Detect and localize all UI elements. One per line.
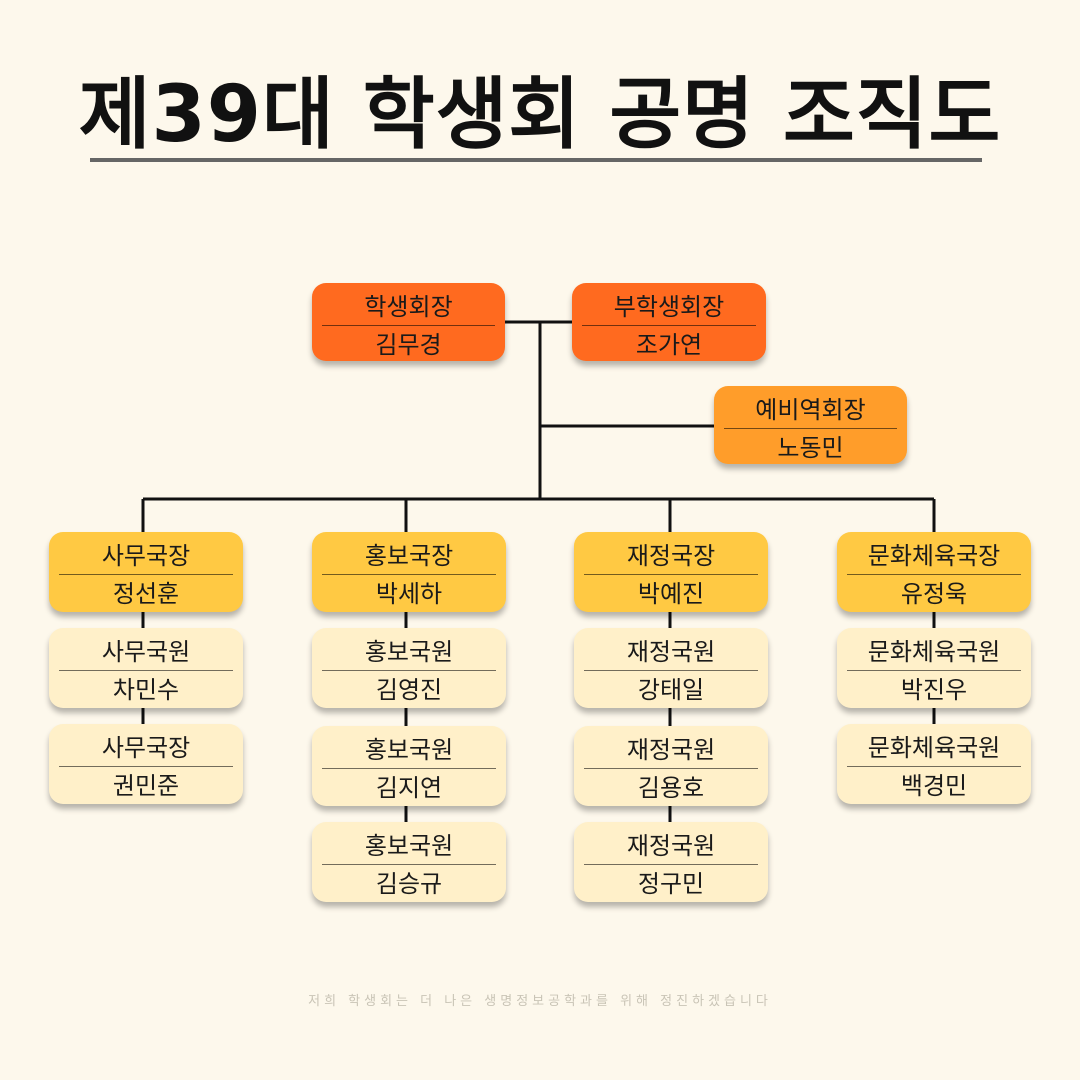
node-divider — [322, 670, 496, 671]
node-divider — [322, 864, 496, 865]
node-role: 문화체육국원 — [867, 638, 1001, 666]
node-divider — [584, 864, 758, 865]
node-person: 권민준 — [112, 772, 180, 800]
node-person: 김지연 — [375, 774, 443, 802]
node-role: 홍보국장 — [364, 542, 454, 570]
node-dept-member: 홍보국원 김승규 — [312, 822, 506, 902]
node-divider — [724, 428, 897, 429]
node-person: 정선훈 — [112, 580, 180, 608]
node-person: 김무경 — [375, 331, 442, 359]
node-divider — [322, 768, 496, 769]
node-divider — [847, 670, 1021, 671]
node-vice-president: 부학생회장 조가연 — [572, 283, 766, 361]
node-person: 박세하 — [375, 580, 443, 608]
node-divider — [59, 670, 233, 671]
node-person: 백경민 — [900, 772, 968, 800]
node-person: 김용호 — [637, 774, 705, 802]
node-role: 홍보국원 — [364, 736, 454, 764]
node-role: 사무국장 — [101, 734, 191, 762]
node-role: 예비역회장 — [755, 396, 866, 424]
node-role: 문화체육국장 — [867, 542, 1001, 570]
node-dept-head: 사무국장 정선훈 — [49, 532, 243, 612]
title-underline — [90, 158, 982, 162]
node-person: 강태일 — [637, 676, 705, 704]
node-dept-head: 홍보국장 박세하 — [312, 532, 506, 612]
node-dept-member: 문화체육국원 박진우 — [837, 628, 1031, 708]
node-divider — [584, 768, 758, 769]
node-role: 재정국장 — [626, 542, 716, 570]
node-person: 박진우 — [900, 676, 968, 704]
node-divider — [582, 325, 756, 326]
node-dept-head: 재정국장 박예진 — [574, 532, 768, 612]
node-divider — [322, 574, 496, 575]
node-divider — [847, 574, 1021, 575]
footer-tagline: 저희 학생회는 더 나은 생명정보공학과를 위해 정진하겠습니다 — [308, 994, 772, 1009]
node-dept-member: 홍보국원 김지연 — [312, 726, 506, 806]
node-role: 홍보국원 — [364, 638, 454, 666]
node-dept-member: 홍보국원 김영진 — [312, 628, 506, 708]
node-president: 학생회장 김무경 — [312, 283, 505, 361]
node-role: 사무국원 — [101, 638, 191, 666]
page-title: 제39대 학생회 공명 조직도 — [78, 70, 1002, 160]
node-dept-member: 재정국원 김용호 — [574, 726, 768, 806]
node-dept-member: 문화체육국원 백경민 — [837, 724, 1031, 804]
node-person: 김영진 — [375, 676, 443, 704]
node-role: 부학생회장 — [613, 293, 725, 321]
node-dept-member: 사무국장 권민준 — [49, 724, 243, 804]
node-divider — [59, 574, 233, 575]
node-person: 김승규 — [375, 870, 443, 898]
node-role: 재정국원 — [626, 832, 716, 860]
node-dept-member: 재정국원 정구민 — [574, 822, 768, 902]
node-candidate-president: 예비역회장 노동민 — [714, 386, 907, 464]
node-role: 사무국장 — [101, 542, 191, 570]
node-person: 차민수 — [112, 676, 180, 704]
node-role: 학생회장 — [364, 293, 453, 321]
node-divider — [584, 670, 758, 671]
node-role: 재정국원 — [626, 736, 716, 764]
node-person: 유정욱 — [900, 580, 968, 608]
node-divider — [847, 766, 1021, 767]
node-dept-head: 문화체육국장 유정욱 — [837, 532, 1031, 612]
node-divider — [584, 574, 758, 575]
node-dept-member: 재정국원 강태일 — [574, 628, 768, 708]
node-person: 정구민 — [637, 870, 705, 898]
node-role: 홍보국원 — [364, 832, 454, 860]
node-role: 문화체육국원 — [867, 734, 1001, 762]
node-person: 박예진 — [637, 580, 705, 608]
node-dept-member: 사무국원 차민수 — [49, 628, 243, 708]
node-person: 조가연 — [635, 331, 703, 359]
node-divider — [59, 766, 233, 767]
node-role: 재정국원 — [626, 638, 716, 666]
node-person: 노동민 — [777, 434, 844, 462]
node-divider — [322, 325, 495, 326]
